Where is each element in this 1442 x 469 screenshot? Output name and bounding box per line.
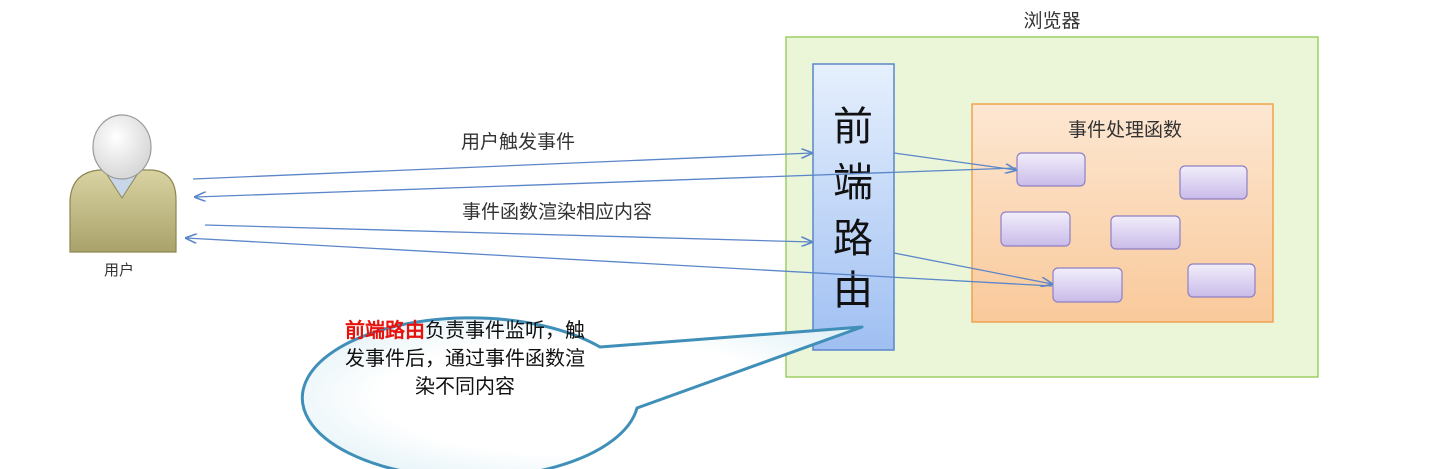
handler-box (1016, 152, 1086, 187)
router-label-char: 端 (833, 160, 873, 206)
user-trigger-arrow (204, 224, 812, 242)
browser-title: 浏览器 (1023, 10, 1080, 32)
router-bar (812, 63, 895, 351)
callout-body: 负责事件监听，触发事件后，通过事件函数渲染不同内容 (345, 318, 585, 398)
router-to-handler-arrow (893, 252, 1052, 284)
callout-highlight: 前端路由 (345, 318, 425, 342)
handler-box (1110, 215, 1181, 250)
router-label-char: 前 (833, 104, 873, 150)
handler-box (1179, 165, 1248, 200)
handlers-title: 事件处理函数 (1068, 119, 1182, 141)
callout-text: 前端路由负责事件监听，触发事件后，通过事件函数渲染不同内容 (340, 316, 590, 400)
router-to-handler-arrow (893, 152, 1016, 170)
render-response-arrow (195, 167, 1017, 197)
render-arrow-label: 事件函数渲染相应内容 (462, 201, 652, 223)
user-icon (69, 114, 177, 253)
trigger-arrow-label: 用户触发事件 (461, 131, 575, 153)
router-label-char: 路 (833, 216, 873, 262)
handler-box (1052, 267, 1123, 303)
handler-box (1187, 263, 1256, 298)
render-response-arrow (186, 238, 1053, 287)
user-label: 用户 (104, 261, 134, 279)
user-trigger-arrow (192, 153, 812, 180)
callout-bubble (300, 316, 864, 469)
handler-box (1000, 211, 1071, 247)
